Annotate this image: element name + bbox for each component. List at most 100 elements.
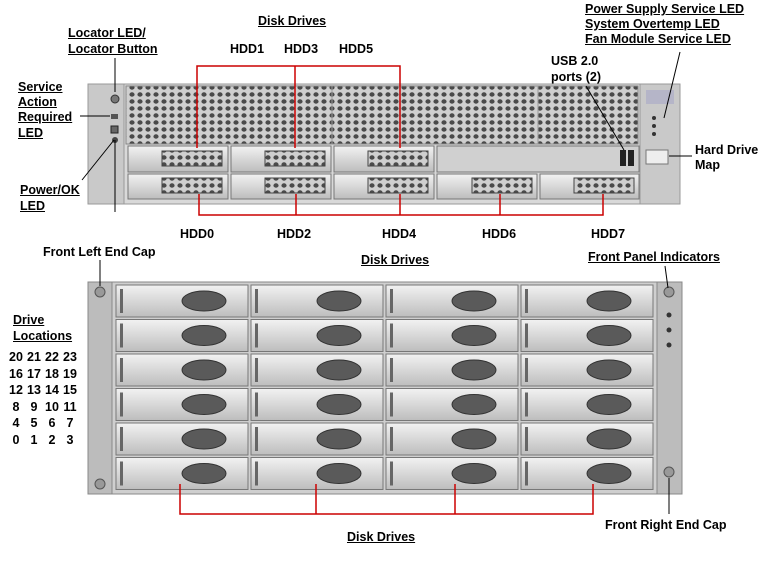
drive-led-icon — [390, 323, 393, 348]
drive-location-number: 13 — [27, 383, 41, 397]
drive-location-number: 10 — [45, 399, 59, 414]
drive-led-icon — [525, 461, 528, 486]
drive-location-number: 0 — [12, 432, 20, 447]
drive-led-icon — [525, 392, 528, 417]
hard-drive-map-label-line1: Hard Drive — [695, 143, 759, 157]
right-cap-screw-icon — [663, 466, 675, 478]
service-led-label-line3: Required — [18, 110, 73, 124]
hard-drive-map-label-line2: Map — [695, 158, 720, 172]
drive-led-icon — [390, 392, 393, 417]
drive-led-icon — [525, 289, 528, 313]
top-callout-lines — [196, 65, 604, 216]
usb-port-icon[interactable] — [628, 150, 634, 166]
drive-location-number: 14 — [45, 383, 59, 397]
drive-handle-icon — [181, 463, 227, 484]
drive-led-icon — [120, 461, 123, 486]
drive-led-icon — [525, 427, 528, 451]
service-led-label-line4: LED — [18, 126, 43, 140]
power-button-icon[interactable] — [110, 125, 119, 134]
drive-led-icon — [120, 289, 123, 313]
bottom-callout-lines — [179, 484, 594, 515]
drive-handle-icon — [181, 428, 227, 450]
drive-location-number: 21 — [27, 350, 41, 364]
drive-handle-icon — [586, 290, 632, 312]
top-pointer-lines — [80, 51, 692, 212]
drive-location-number: 11 — [63, 399, 77, 414]
hdd5-label: HDD5 — [339, 42, 374, 56]
drive-led-icon — [120, 323, 123, 348]
front-panel-led-icon — [666, 312, 672, 318]
drive-handle-icon — [451, 463, 497, 484]
drive-led-icon — [525, 358, 528, 382]
drive-handle-icon — [181, 359, 227, 381]
drive-led-icon — [390, 427, 393, 451]
psu-service-led-icon — [652, 116, 656, 120]
front-right-end-cap-label: Front Right End Cap — [605, 518, 727, 532]
drive-handle-icon — [451, 290, 497, 312]
locator-led-icon[interactable] — [110, 94, 120, 104]
drive-led-icon — [390, 461, 393, 486]
left-cap-screw-icon — [94, 478, 106, 490]
hdd0-label: HDD0 — [180, 227, 215, 241]
hdd4-label: HDD4 — [382, 227, 417, 241]
drive-location-number: 2 — [48, 432, 56, 447]
drive-handle-icon — [181, 394, 227, 415]
bottom-pointer-lines — [99, 260, 670, 514]
disk-drives-mid-label: Disk Drives — [361, 253, 430, 267]
drive-handle-icon — [451, 394, 497, 415]
drive-locations-label-line2: Locations — [13, 329, 73, 343]
front-left-end-cap-label: Front Left End Cap — [43, 245, 156, 259]
top-drive-bays — [127, 145, 640, 200]
drive-handle-icon — [181, 290, 227, 312]
drive-led-icon — [390, 289, 393, 313]
drive-led-icon — [255, 392, 258, 417]
drive-handle-icon — [316, 325, 362, 346]
drive-led-icon — [255, 358, 258, 382]
drive-handle-icon — [451, 359, 497, 381]
drive-handle-icon — [586, 428, 632, 450]
overtemp-led-label: System Overtemp LED — [585, 17, 720, 31]
drive-location-number: 15 — [63, 383, 77, 397]
drive-location-number: 12 — [9, 383, 23, 397]
usb-ports-label-line2: ports (2) — [551, 70, 601, 84]
drive-led-icon — [120, 427, 123, 451]
service-led-label-line1: Service — [18, 80, 63, 94]
drive-location-number: 22 — [45, 350, 59, 364]
drive-location-number: 23 — [63, 350, 77, 364]
drive-location-number: 9 — [30, 399, 38, 414]
disk-drives-top-label: Disk Drives — [258, 14, 327, 28]
drive-locations-label-line1: Drive — [13, 313, 45, 327]
power-ok-led-label-line1: Power/OK — [20, 183, 80, 197]
drive-led-icon — [525, 323, 528, 348]
drive-location-number: 17 — [27, 366, 41, 381]
fan-service-led-label: Fan Module Service LED — [585, 32, 731, 46]
drive-location-number: 6 — [48, 416, 56, 430]
fan-service-led-icon — [652, 132, 656, 136]
usb-port-icon[interactable] — [620, 150, 626, 166]
front-panel-led-icon — [666, 342, 672, 348]
sun-logo-icon — [646, 90, 674, 104]
overtemp-led-icon — [652, 124, 656, 128]
hdd3-label: HDD3 — [284, 42, 319, 56]
drive-handle-icon — [316, 463, 362, 484]
drive-handle-icon — [586, 394, 632, 415]
hdd6-label: HDD6 — [482, 227, 517, 241]
power-ok-led-label-line2: LED — [20, 199, 45, 213]
drive-location-number: 18 — [45, 366, 59, 381]
drive-location-number: 7 — [66, 416, 74, 430]
right-cap-screw-icon — [663, 286, 675, 298]
disk-drives-bottom-label: Disk Drives — [347, 530, 416, 544]
left-cap-screw-icon — [94, 286, 106, 298]
hdd2-label: HDD2 — [277, 227, 312, 241]
drive-location-number: 5 — [30, 416, 38, 430]
drive-location-number: 16 — [9, 366, 23, 381]
locator-button-label: Locator Button — [68, 42, 158, 56]
service-led-label-line2: Action — [18, 95, 57, 109]
drive-handle-icon — [316, 290, 362, 312]
drive-location-number: 3 — [66, 432, 74, 447]
drive-led-icon — [120, 358, 123, 382]
drive-handle-icon — [316, 359, 362, 381]
hdd1-label: HDD1 — [230, 42, 265, 56]
drive-handle-icon — [451, 428, 497, 450]
hard-drive-map-icon — [645, 149, 669, 165]
